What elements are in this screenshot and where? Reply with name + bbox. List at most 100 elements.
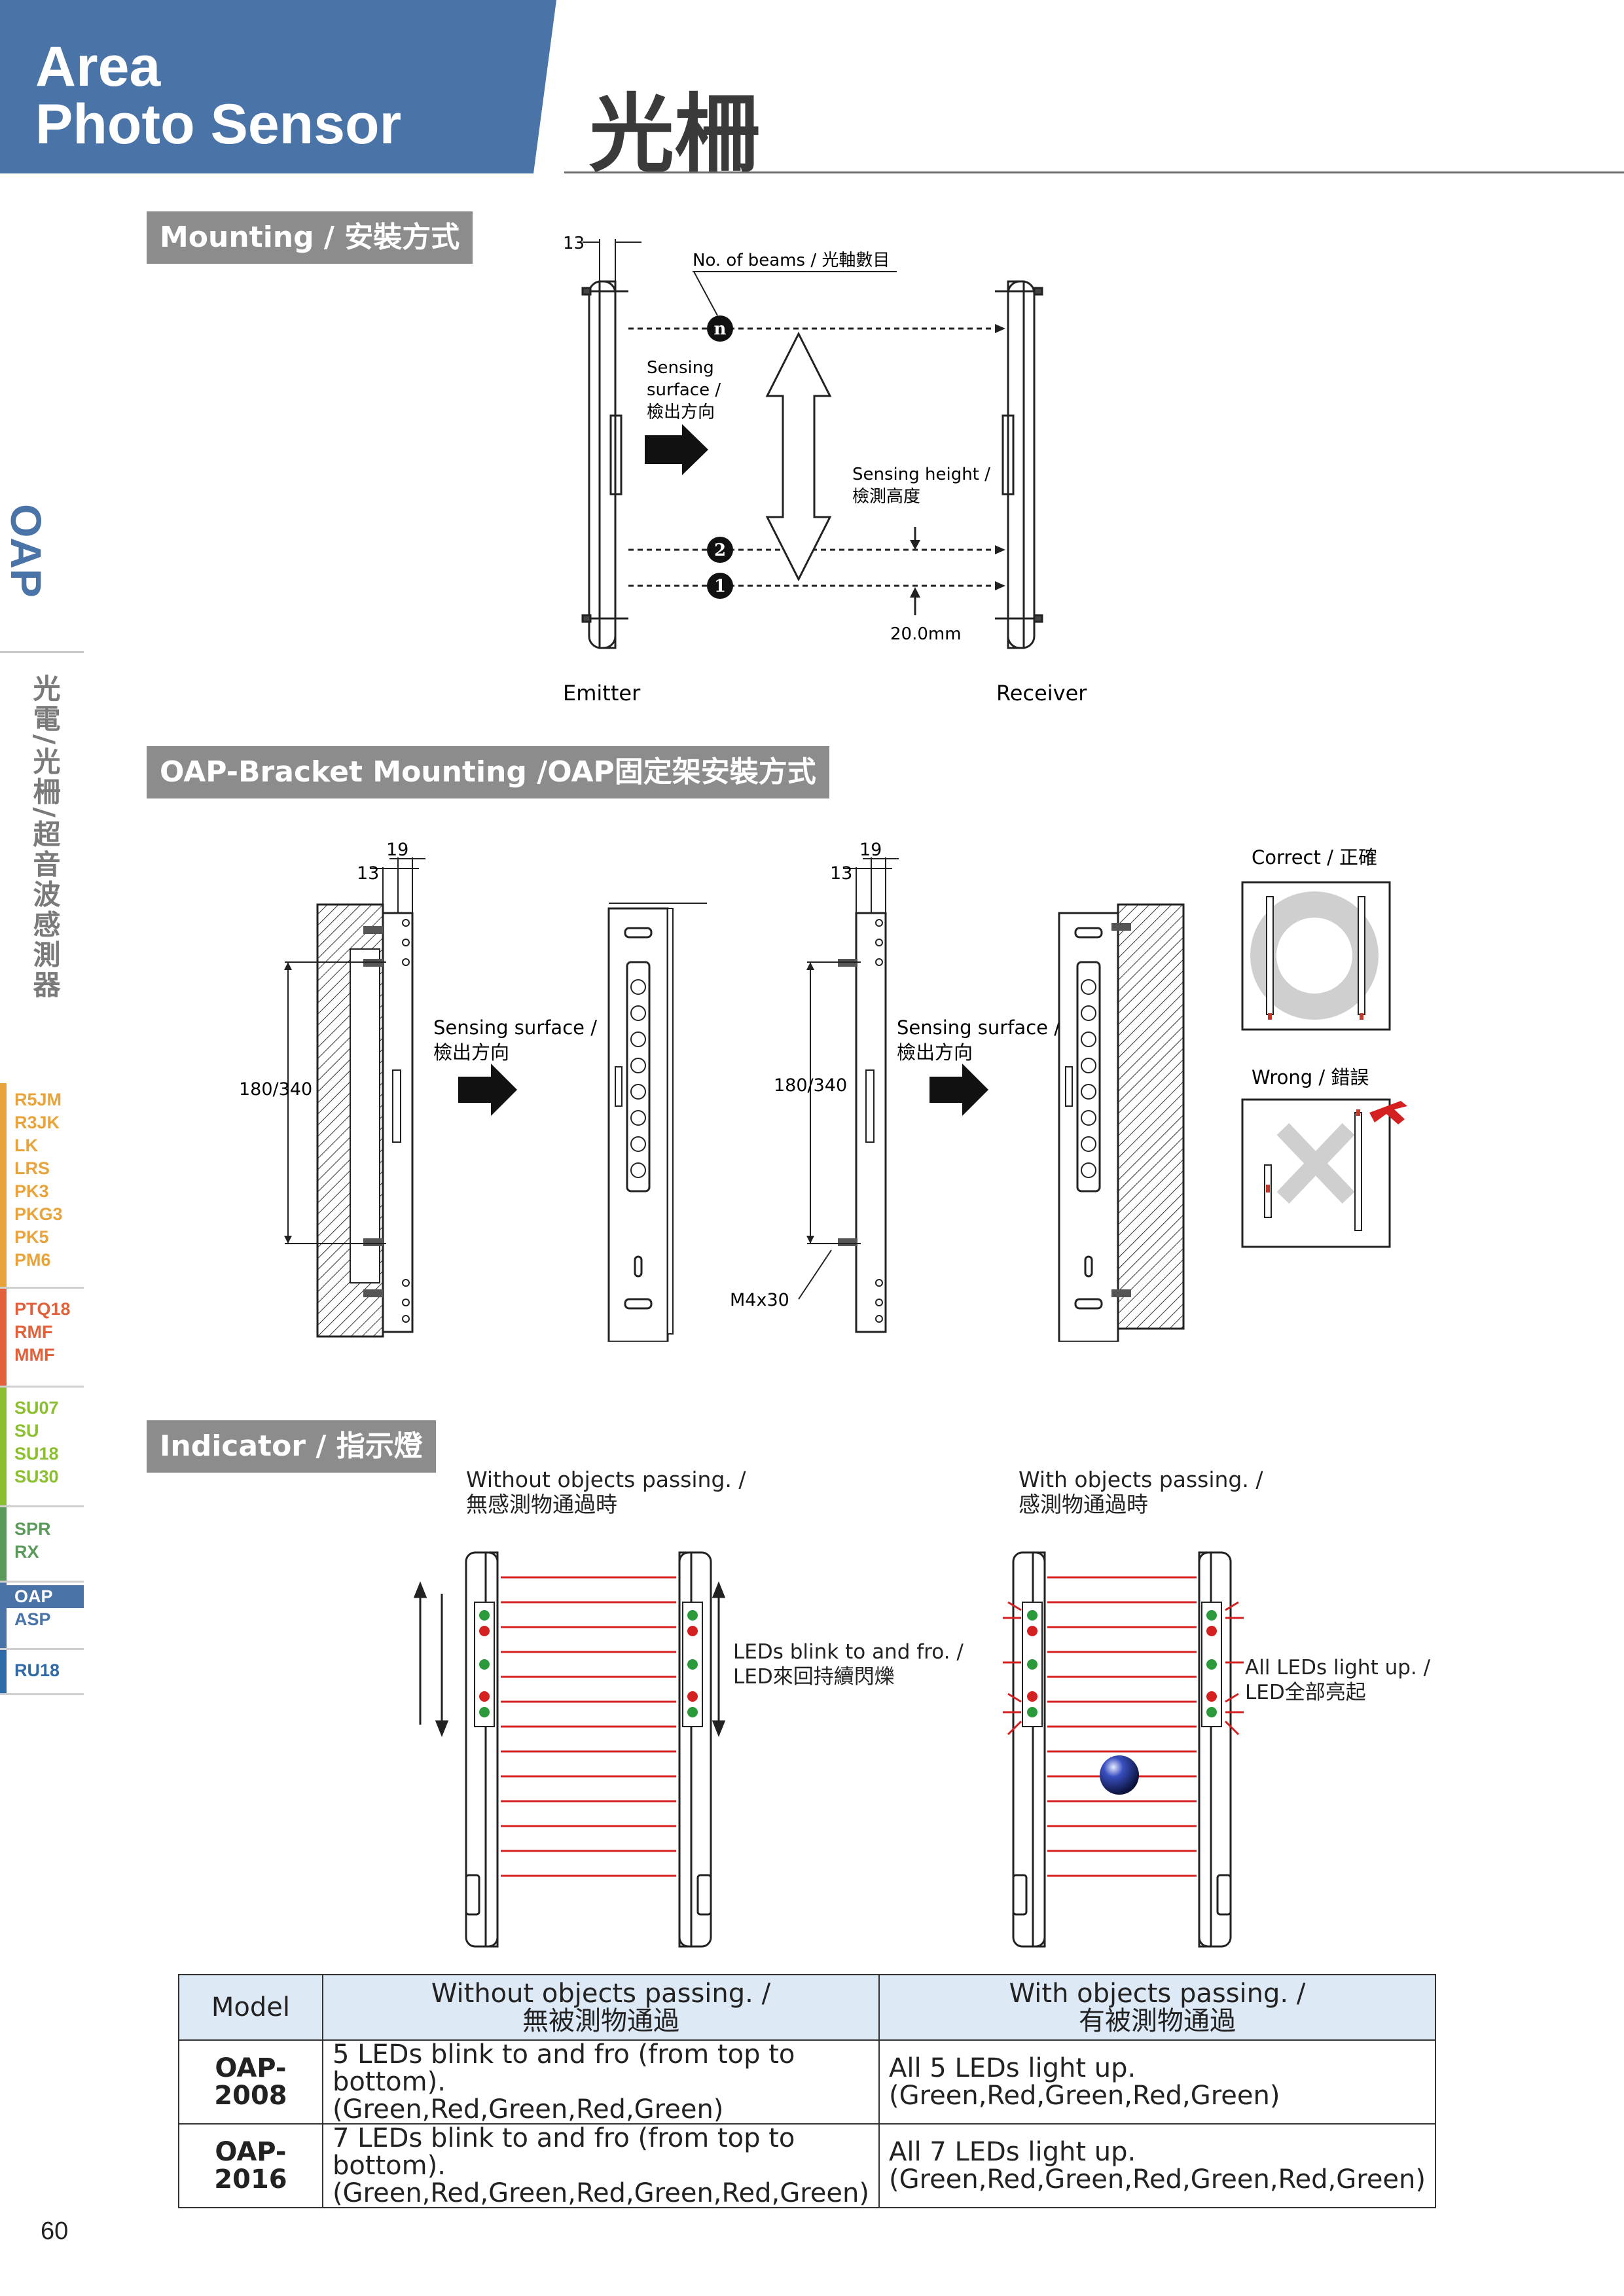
sidebar-divider — [0, 651, 84, 653]
blink-direction-arrow-icon — [413, 1581, 449, 1738]
with-cell: All 5 LEDs light up. (Green,Red,Green,Re… — [878, 2039, 1437, 2125]
sidebar-item[interactable]: PK3 — [14, 1181, 49, 1201]
screw-label: M4x30 — [730, 1290, 789, 1310]
sidebar-item[interactable]: R3JK — [14, 1113, 60, 1132]
sidebar-group-2: PTQ18 RMF MMF — [0, 1289, 84, 1388]
sidebar-item[interactable]: SU18 — [14, 1444, 59, 1463]
sensing-surface-line-2: surface / — [647, 380, 721, 400]
sidebar-group-4: SPR RX — [0, 1507, 84, 1583]
receiver-label: Receiver — [996, 681, 1087, 706]
svg-text:1: 1 — [714, 577, 726, 596]
sidebar-item[interactable]: SU — [14, 1421, 39, 1441]
sidebar-item[interactable]: PKG3 — [14, 1204, 63, 1224]
header-rule — [564, 171, 1624, 173]
title-line-2: Photo Sensor — [35, 93, 402, 156]
all-leds-note: All LEDs light up. / LED全部亮起 — [1245, 1655, 1430, 1705]
sidebar-item[interactable]: PK5 — [14, 1227, 49, 1247]
bracket-front-view-2 — [1058, 903, 1185, 1342]
direction-arrow-icon — [645, 424, 708, 475]
sidebar-item[interactable]: ASP — [14, 1609, 51, 1629]
bracket-sensing-surface-2-line-1: Sensing surface / — [897, 1016, 1060, 1039]
blink-direction-arrow-icon — [712, 1581, 726, 1738]
indicator-diagram-without — [413, 1551, 726, 1948]
sidebar-item[interactable]: RX — [14, 1542, 39, 1562]
without-caption-line-2: 無感測物通過時 — [466, 1492, 617, 1517]
front-view-1-lens-icons — [630, 979, 646, 1178]
without-cell: 7 LEDs blink to and fro (from top to bot… — [321, 2123, 880, 2208]
bracket-front-view-1 — [596, 903, 707, 1342]
table-header-row: Model Without objects passing. / 無被測物通過 … — [178, 1974, 1437, 2041]
bracket-sensing-surface-1-line-2: 檢出方向 — [433, 1041, 509, 1064]
mounting-diagram: 13 n 2 1 No. of beams / 光軸數目 Sensing sur… — [563, 234, 1087, 706]
sidebar-item[interactable]: PTQ18 — [14, 1299, 71, 1319]
bracket-sensing-surface-1-line-1: Sensing surface / — [433, 1016, 597, 1039]
sidebar-series: OAP — [2, 504, 50, 598]
sidebar-item-active[interactable]: OAP — [0, 1585, 84, 1608]
model-cell: OAP-2016 — [178, 2123, 323, 2208]
sidebar-item[interactable]: SPR — [14, 1519, 51, 1539]
light-beams — [1047, 1576, 1197, 1877]
page-number: 60 — [41, 2217, 69, 2245]
dim-height-a: 180/340 — [239, 1079, 312, 1100]
all-note-line-2: LED全部亮起 — [1245, 1681, 1366, 1704]
correct-illustration — [1241, 881, 1391, 1031]
blink-note: LEDs blink to and fro. / LED來回持續閃爍 — [733, 1640, 964, 1689]
beam-marker-1 — [707, 573, 733, 599]
emitter-label: Emitter — [563, 681, 641, 706]
sidebar-item[interactable]: RMF — [14, 1322, 53, 1342]
wrong-illustration — [1241, 1098, 1407, 1248]
sensing-height-line-1: Sensing height / — [852, 465, 990, 484]
sidebar-item[interactable]: LRS — [14, 1158, 50, 1178]
header-band — [0, 0, 556, 173]
section-title-bracket: OAP-Bracket Mounting /OAP固定架安裝方式 — [147, 746, 829, 798]
wrong-label: Wrong / 錯誤 — [1252, 1066, 1369, 1088]
sensing-height-arrow-icon — [765, 331, 832, 582]
wrong-cross-icon — [1276, 1123, 1355, 1204]
sidebar-item[interactable]: SU30 — [14, 1467, 59, 1486]
table-row: OAP-2008 5 LEDs blink to and fro (from t… — [178, 2039, 1437, 2125]
column-header-without: Without objects passing. / 無被測物通過 — [321, 1974, 880, 2041]
with-caption-line-1: With objects passing. / — [1019, 1467, 1263, 1492]
object-ball — [1100, 1755, 1139, 1795]
section-title-indicator: Indicator / 指示燈 — [147, 1420, 436, 1473]
emitter-led-panel — [1022, 1602, 1043, 1727]
title-line-1: Area — [35, 35, 161, 98]
column-header-model: Model — [178, 1974, 323, 2041]
svg-text:2: 2 — [714, 541, 726, 560]
bracket-diagram: 19 13 180/340 Sensing surface / 檢出方向 — [239, 840, 1407, 1342]
wrong-pointer-arrow-icon — [1369, 1101, 1407, 1124]
beam-marker-2 — [707, 537, 733, 563]
led-glow-rays — [1003, 1601, 1244, 1736]
bracket-side-view-2: 19 13 180/340 M4x30 — [730, 840, 899, 1333]
dim-13-b: 13 — [830, 863, 852, 884]
sensing-height-line-2: 檢測高度 — [852, 487, 920, 507]
pitch-label: 20.0mm — [890, 624, 962, 644]
receiver-led-panel — [1201, 1602, 1222, 1727]
sidebar-group-6: RU18 — [0, 1650, 84, 1695]
bracket-side-view-1: 19 13 180/340 — [239, 840, 425, 1338]
page-title: Area Photo Sensor — [35, 38, 401, 153]
column-header-with: With objects passing. / 有被測物通過 — [878, 1974, 1437, 2041]
light-beams — [501, 1576, 676, 1877]
sidebar-item[interactable]: SU07 — [14, 1398, 59, 1418]
title-cn: 光柵 — [589, 84, 760, 184]
bracket-sensing-surface-2-line-2: 檢出方向 — [897, 1041, 973, 1064]
sidebar-item[interactable]: PM6 — [14, 1250, 51, 1270]
sidebar-item[interactable]: LK — [14, 1136, 38, 1155]
without-objects-caption: Without objects passing. / 無感測物通過時 — [466, 1467, 746, 1517]
receiver-bar — [995, 280, 1043, 649]
emitter-led-panel — [474, 1602, 495, 1727]
blink-note-line-2: LED來回持續閃爍 — [733, 1665, 895, 1689]
direction-arrow-icon — [929, 1064, 988, 1116]
sidebar-item[interactable]: RU18 — [14, 1660, 60, 1680]
sensing-surface-line-3: 檢出方向 — [647, 403, 715, 422]
indicator-diagram-with — [1003, 1551, 1244, 1948]
dim-19-a: 19 — [386, 840, 408, 860]
sidebar-item[interactable]: MMF — [14, 1345, 55, 1365]
dim-13-a: 13 — [357, 863, 379, 884]
sidebar-item[interactable]: R5JM — [14, 1090, 62, 1109]
sidebar-group-1: R5JM R3JK LK LRS PK3 PKG3 PK5 PM6 — [0, 1083, 84, 1289]
indicator-table: Model Without objects passing. / 無被測物通過 … — [178, 1974, 1437, 2208]
sensing-surface-line-1: Sensing — [647, 358, 714, 378]
without-cell: 5 LEDs blink to and fro (from top to bot… — [321, 2039, 880, 2125]
